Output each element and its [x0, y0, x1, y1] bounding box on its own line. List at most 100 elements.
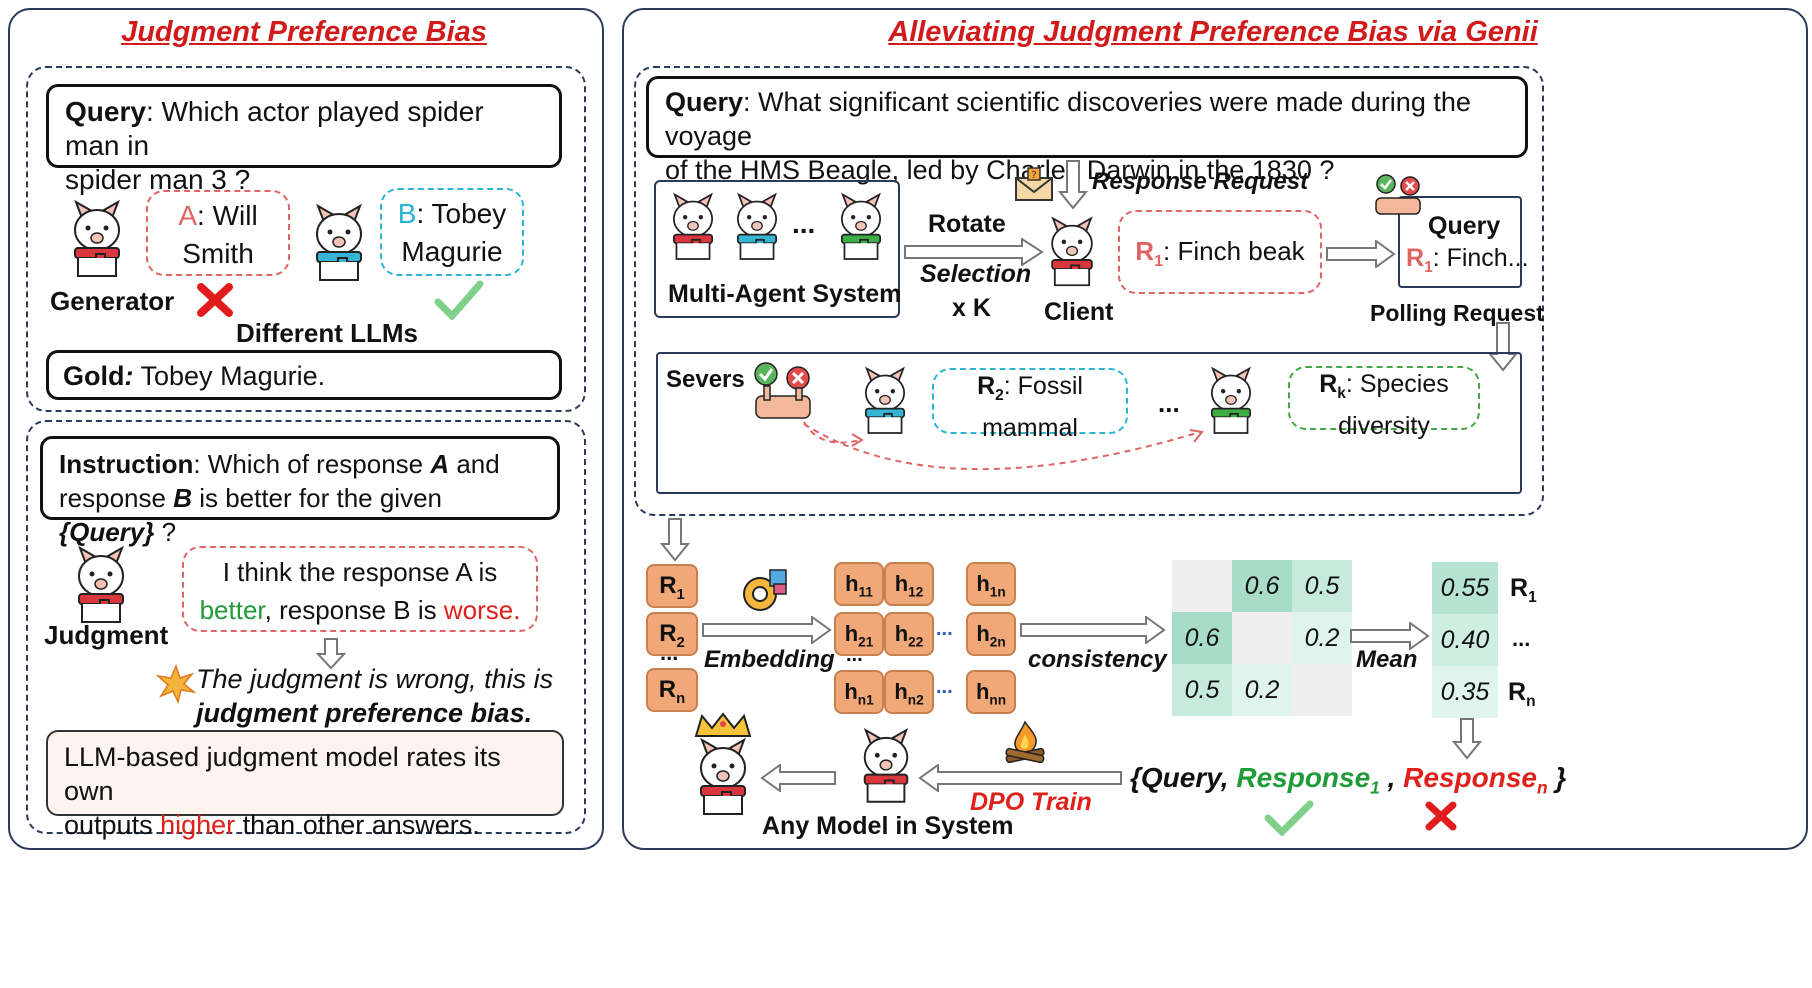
embedding-gear-icon	[743, 569, 787, 611]
matrix-cell-22	[1292, 664, 1352, 716]
judge-1: I think the response A is	[222, 557, 498, 587]
instr-4: is better for the given	[191, 483, 442, 513]
bubble-a-text: : Will	[197, 200, 258, 231]
r1-label: R	[1135, 236, 1155, 266]
instr-5: ?	[154, 517, 177, 547]
matrix-cell-21: 0.2	[1232, 664, 1292, 716]
mean-arrow-icon	[1350, 622, 1430, 650]
right-query-text: : What significant scientific discoverie…	[665, 87, 1471, 151]
down-to-r-arrow-icon	[660, 518, 690, 562]
poll-r1-label: R	[1406, 244, 1425, 272]
embedding-label: Embedding	[704, 646, 835, 673]
wrong-line-1: The judgment is wrong, this is	[196, 664, 554, 694]
final-cross-icon	[1425, 801, 1457, 831]
selection-label: Selection	[920, 260, 1032, 288]
h-22: h22	[884, 612, 934, 656]
llama-king-icon	[694, 712, 752, 815]
instruction-label: Instruction	[59, 449, 194, 479]
judge-worse: worse.	[443, 595, 521, 625]
polling-request-label: Polling Request	[1370, 300, 1544, 326]
explosion-icon	[156, 664, 196, 704]
multi-agent-box	[654, 180, 900, 318]
poll-r1-text: : Finch...	[1432, 244, 1529, 272]
any-model-label: Any Model in System	[762, 812, 1014, 840]
bubble-b-text-2: Magurie	[401, 236, 503, 267]
llama-server-blue-icon	[864, 366, 906, 434]
severs-box	[656, 352, 1522, 494]
llm-higher: higher	[160, 810, 236, 840]
gold-label: Gold	[63, 361, 125, 391]
server-dashed-arcs	[803, 421, 1204, 471]
left-query-box: Query: Which actor played spider man in …	[46, 84, 562, 195]
rk-sub: k	[1337, 385, 1346, 402]
mean-cell-2: 0.40	[1432, 614, 1498, 666]
severs-label: Severs	[666, 366, 745, 393]
r-box-ellipsis: ...	[660, 640, 679, 665]
judge-bubble: I think the response A is better, respon…	[182, 546, 538, 632]
instr-2: and	[449, 449, 500, 479]
response-request-label: Response Request	[1092, 168, 1309, 195]
vote-hands-icon-top	[1375, 174, 1421, 215]
generator-label: Generator	[50, 286, 175, 316]
left-bottom-section	[26, 420, 586, 834]
left-top-section	[26, 66, 586, 412]
judge-2: , response B is	[264, 595, 444, 625]
instr-1: : Which of response	[193, 449, 431, 479]
mean-label-rn: Rn	[1508, 678, 1536, 710]
llama-generator-icon	[74, 199, 120, 277]
r1-sub: 1	[1154, 252, 1164, 271]
h-12: h12	[884, 562, 934, 606]
campfire-icon	[1005, 720, 1045, 764]
embedding-arrow-icon	[702, 616, 832, 644]
r2-bubble: R2: Fossil mammal	[932, 368, 1128, 442]
mean-label-r1: R1	[1510, 574, 1537, 606]
server-ellipsis: ...	[1158, 388, 1180, 418]
right-title: Alleviating Judgment Preference Bias via…	[888, 16, 1538, 48]
rk-text-1: : Species	[1345, 370, 1449, 398]
rk-label: R	[1319, 370, 1338, 398]
rk-bubble: Rk: Species diversity	[1288, 366, 1480, 440]
bubble-b-text: : Tobey	[416, 198, 507, 229]
poll-r1: R1: Finch...	[1406, 244, 1529, 277]
consistency-label: consistency	[1028, 646, 1167, 673]
matrix-cell-20: 0.5	[1172, 664, 1232, 716]
right-query-box: Query: What significant scientific disco…	[646, 76, 1528, 185]
judge-better: better	[199, 595, 265, 625]
h-11: h11	[834, 562, 884, 606]
mean-label-dots: ...	[1512, 626, 1531, 651]
poll-box	[1398, 196, 1522, 288]
poll-query-label: Query	[1428, 212, 1501, 240]
polling-down-arrow-icon	[1488, 322, 1518, 372]
bubble-a-letter: A	[178, 200, 198, 231]
query-text: : Which actor played spider man in	[65, 96, 484, 161]
instr-3: response	[59, 483, 174, 513]
r-box-2: R2	[646, 612, 698, 656]
query-text-2: spider man 3 ?	[65, 164, 251, 195]
instruction-box: Instruction: Which of response A and res…	[40, 436, 560, 547]
llama-cyan-icon	[316, 203, 362, 281]
h-n1: hn1	[834, 670, 884, 714]
bubble-b: B: Tobey Magurie	[380, 188, 524, 276]
llm-note-box: LLM-based judgment model rates its own o…	[46, 730, 564, 840]
bubble-a-text-2: Smith	[182, 238, 254, 269]
matrix-cell-00	[1172, 560, 1232, 612]
different-llms-label: Different LLMs	[236, 318, 418, 348]
bubble-a: A: Will Smith	[146, 190, 290, 276]
poll-r1-sub: 1	[1424, 259, 1433, 276]
instr-b: B	[173, 483, 192, 513]
check-icon	[434, 280, 484, 320]
cross-icon	[197, 283, 233, 317]
matrix-cell-01: 0.6	[1232, 560, 1292, 612]
llm-3: than other answers.	[235, 810, 480, 840]
bubble-b-letter: B	[397, 198, 417, 229]
h-nn: hnn	[966, 670, 1016, 714]
h-21: h21	[834, 612, 884, 656]
llama-blue-agent-icon	[736, 192, 778, 260]
dpo-arrow-icon	[918, 764, 1122, 792]
r2-sub: 2	[995, 387, 1004, 404]
gold-text: Tobey Magurie.	[133, 361, 326, 391]
down-arrow-icon	[316, 638, 346, 670]
wrong-line-2: judgment preference bias.	[196, 698, 533, 728]
h-n2: hn2	[884, 670, 934, 714]
h-rown-dots: ...	[936, 676, 953, 698]
